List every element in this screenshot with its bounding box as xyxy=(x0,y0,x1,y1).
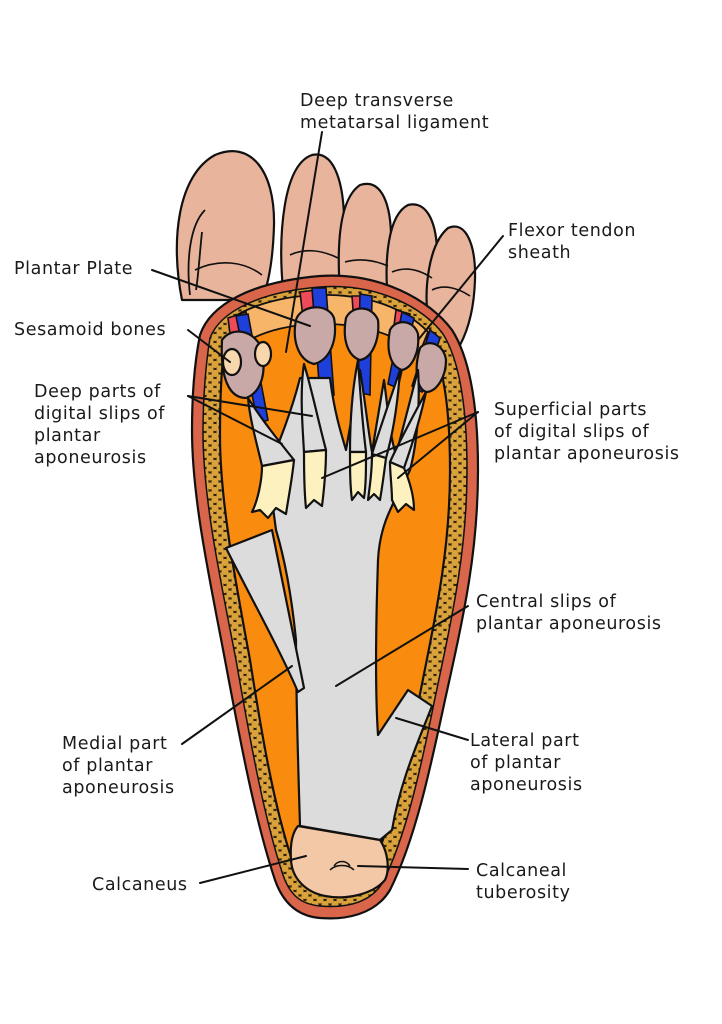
leader-superficial-b xyxy=(397,411,479,479)
label-calcaneus: Calcaneus xyxy=(92,875,188,895)
aponeurosis-medial xyxy=(224,528,306,694)
label-line: Superficial parts xyxy=(494,400,647,420)
label-line: Calcaneus xyxy=(92,875,188,895)
leader-lines xyxy=(151,131,504,884)
sheath-3 xyxy=(343,307,380,362)
toe-creases xyxy=(194,249,471,297)
slip-tip-1 xyxy=(250,458,296,520)
leader-calcaneus xyxy=(199,855,307,884)
label-line: Deep parts of xyxy=(34,382,161,402)
leader-deep-transverse xyxy=(285,131,323,353)
digital-slips-superficial xyxy=(250,448,416,520)
label-line: Flexor tendon xyxy=(508,221,636,241)
slip-tip-5 xyxy=(388,460,416,514)
label-line: of digital slips of xyxy=(494,422,650,442)
leader-deep-parts-a xyxy=(187,395,313,417)
toe-big-nail xyxy=(187,209,206,296)
label-line: aponeurosis xyxy=(470,775,583,795)
slip-tip-4 xyxy=(366,452,388,502)
leader-medial-part xyxy=(181,665,293,745)
label-line: Deep transverse xyxy=(300,91,454,111)
calcaneal-tuberosity-mark xyxy=(329,860,355,871)
leader-calcaneal-tuberosity xyxy=(357,865,469,870)
label-line: sheath xyxy=(508,243,571,263)
label-plantar-plate: Plantar Plate xyxy=(14,259,133,279)
sheath-2 xyxy=(293,306,337,366)
slip-tip-2 xyxy=(302,448,328,510)
leader-sesamoid xyxy=(187,329,231,363)
label-line: plantar xyxy=(34,426,101,446)
label-line: Central slips of xyxy=(476,592,617,612)
label-line: tuberosity xyxy=(476,883,571,903)
label-line: aponeurosis xyxy=(62,778,175,798)
slip-tip-3 xyxy=(348,450,368,502)
toe-big xyxy=(175,150,276,302)
leader-lateral-part xyxy=(395,717,469,741)
leader-plantar-plate xyxy=(151,269,311,327)
leader-superficial-a xyxy=(321,411,479,479)
label-line: aponeurosis xyxy=(34,448,147,468)
label-line: digital slips of xyxy=(34,404,165,424)
sesamoid-medial xyxy=(221,347,243,377)
label-line: of plantar xyxy=(62,756,153,776)
label-line: Calcaneal xyxy=(476,861,567,881)
toe-2 xyxy=(280,153,346,294)
label-line: plantar aponeurosis xyxy=(476,614,662,634)
sesamoid-lateral xyxy=(253,340,273,368)
label-line: Plantar Plate xyxy=(14,259,133,279)
flexor-sheaths xyxy=(220,306,448,400)
label-line: metatarsal ligament xyxy=(300,113,489,133)
label-line: Lateral part xyxy=(470,731,580,751)
leader-central-slips xyxy=(335,605,469,687)
leader-deep-parts-b xyxy=(187,395,283,445)
label-sesamoid: Sesamoid bones xyxy=(14,320,166,340)
label-line: Medial part xyxy=(62,734,167,754)
label-line: plantar aponeurosis xyxy=(494,444,680,464)
label-line: of plantar xyxy=(470,753,561,773)
label-line: Sesamoid bones xyxy=(14,320,166,340)
leader-flexor-tendon xyxy=(417,235,504,341)
sheath-4 xyxy=(387,321,420,372)
